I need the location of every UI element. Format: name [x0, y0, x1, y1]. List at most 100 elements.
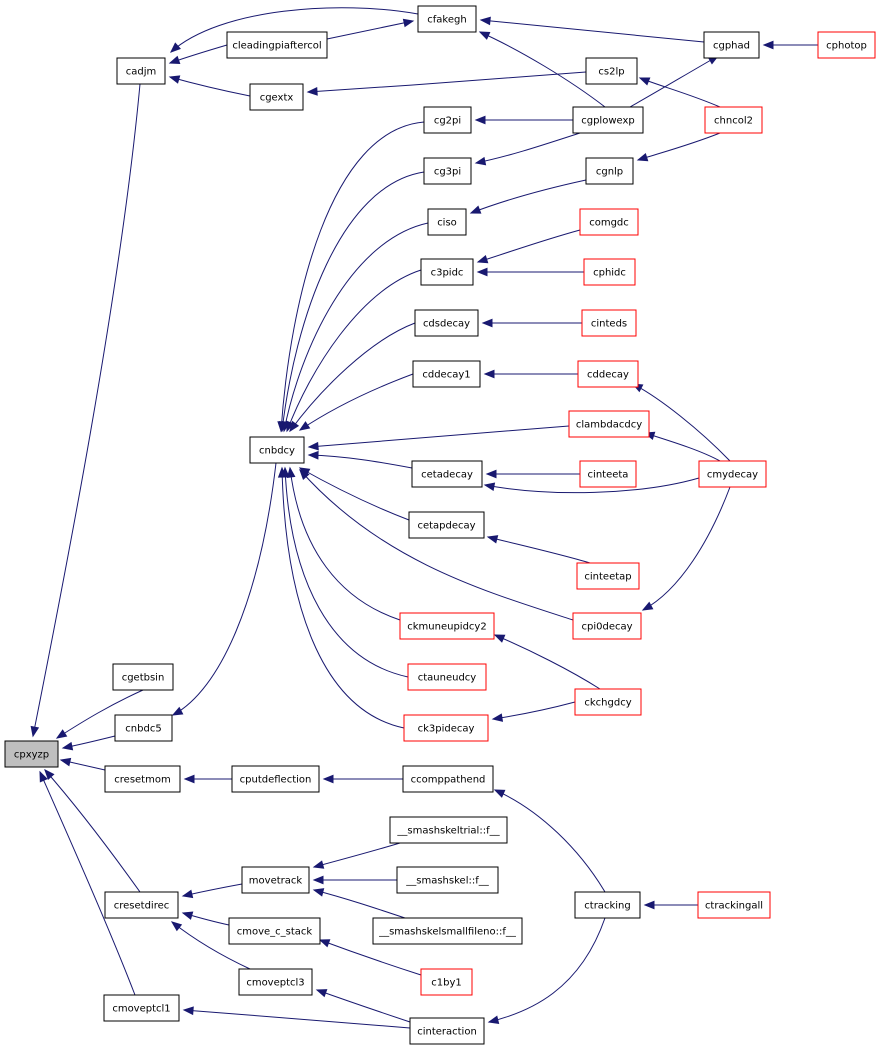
node-smashskelsmallfileno[interactable]: __smashskelsmallfileno::f__: [372, 917, 523, 945]
node-cetapdecay[interactable]: cetapdecay: [408, 511, 485, 539]
node-c1by1[interactable]: c1by1: [420, 968, 473, 996]
node-box[interactable]: [228, 917, 321, 945]
node-box[interactable]: [407, 663, 487, 691]
node-smashskeltrial[interactable]: __smashskeltrial::f__: [389, 816, 508, 844]
node-comgdc[interactable]: comgdc: [579, 208, 639, 236]
node-box[interactable]: [249, 436, 305, 464]
node-box[interactable]: [414, 309, 479, 337]
node-box[interactable]: [420, 258, 474, 286]
node-box[interactable]: [579, 460, 637, 488]
node-box[interactable]: [697, 891, 771, 919]
node-c3pidc[interactable]: c3pidc: [420, 258, 474, 286]
node-ctauneudcy[interactable]: ctauneudcy: [407, 663, 487, 691]
node-cddecay[interactable]: cddecay: [577, 360, 639, 388]
node-cg3pi[interactable]: cg3pi: [423, 157, 472, 185]
node-box[interactable]: [114, 714, 173, 742]
node-ciso[interactable]: ciso: [427, 208, 467, 236]
node-cgnlp[interactable]: cgnlp: [585, 157, 634, 185]
node-cleadingpiaftercol[interactable]: cleadingpiaftercol: [226, 31, 328, 59]
node-smashskel[interactable]: __smashskel::f__: [396, 866, 499, 894]
node-box[interactable]: [704, 106, 763, 134]
node-box[interactable]: [103, 994, 180, 1022]
node-cgextx[interactable]: cgextx: [249, 83, 304, 111]
node-cresetmom[interactable]: cresetmom: [104, 765, 181, 793]
node-movetrack[interactable]: movetrack: [241, 866, 310, 894]
node-cnbdcy[interactable]: cnbdcy: [249, 436, 305, 464]
node-box[interactable]: [423, 157, 472, 185]
node-box[interactable]: [577, 360, 639, 388]
node-box[interactable]: [698, 460, 767, 488]
node-box[interactable]: [409, 1017, 485, 1045]
node-cg2pi[interactable]: cg2pi: [423, 106, 472, 134]
node-box[interactable]: [703, 31, 760, 59]
node-cgphad[interactable]: cgphad: [703, 31, 760, 59]
node-cphidc[interactable]: cphidc: [583, 258, 636, 286]
node-cphotop[interactable]: cphotop: [817, 31, 876, 59]
node-box[interactable]: [581, 309, 637, 337]
node-cputdeflection[interactable]: cputdeflection: [231, 765, 320, 793]
node-box[interactable]: [585, 57, 638, 85]
node-box[interactable]: [389, 816, 508, 844]
node-cgplowexp[interactable]: cgplowexp: [572, 106, 644, 134]
node-box[interactable]: [241, 866, 310, 894]
node-cpxyzp[interactable]: cpxyzp: [4, 740, 59, 768]
node-cinteraction[interactable]: cinteraction: [409, 1017, 485, 1045]
node-box[interactable]: [817, 31, 876, 59]
node-box[interactable]: [104, 891, 179, 919]
node-cgetbsin[interactable]: cgetbsin: [112, 663, 174, 691]
node-box[interactable]: [231, 765, 320, 793]
node-cetadecay[interactable]: cetadecay: [411, 460, 483, 488]
node-box[interactable]: [572, 106, 644, 134]
node-cpi0decay[interactable]: cpi0decay: [572, 612, 642, 640]
node-box[interactable]: [249, 83, 304, 111]
node-box[interactable]: [372, 917, 523, 945]
node-cdsdecay[interactable]: cdsdecay: [414, 309, 479, 337]
node-box[interactable]: [576, 562, 640, 590]
node-box[interactable]: [568, 410, 650, 438]
node-box[interactable]: [403, 714, 489, 742]
node-cnbdc5[interactable]: cnbdc5: [114, 714, 173, 742]
node-ckmuneupidcy2[interactable]: ckmuneupidcy2: [399, 612, 495, 640]
node-box[interactable]: [420, 968, 473, 996]
node-box[interactable]: [226, 31, 328, 59]
node-cmydecay[interactable]: cmydecay: [698, 460, 767, 488]
node-cinteetap[interactable]: cinteetap: [576, 562, 640, 590]
node-cresetdirec[interactable]: cresetdirec: [104, 891, 179, 919]
node-ck3pidecay[interactable]: ck3pidecay: [403, 714, 489, 742]
node-box[interactable]: [104, 765, 181, 793]
node-box[interactable]: [238, 968, 313, 996]
node-box[interactable]: [579, 208, 639, 236]
node-box[interactable]: [417, 5, 477, 33]
node-cmove_c_stack[interactable]: cmove_c_stack: [228, 917, 321, 945]
node-box[interactable]: [396, 866, 499, 894]
node-cddecay1[interactable]: cddecay1: [412, 360, 481, 388]
node-box[interactable]: [572, 612, 642, 640]
node-box[interactable]: [399, 612, 495, 640]
node-box[interactable]: [574, 891, 641, 919]
node-cs2lp[interactable]: cs2lp: [585, 57, 638, 85]
node-ckchgdcy[interactable]: ckchgdcy: [574, 688, 642, 716]
node-box[interactable]: [574, 688, 642, 716]
node-box[interactable]: [116, 57, 166, 85]
node-box[interactable]: [402, 765, 494, 793]
node-cadjm[interactable]: cadjm: [116, 57, 166, 85]
node-box[interactable]: [423, 106, 472, 134]
node-box[interactable]: [585, 157, 634, 185]
node-box[interactable]: [408, 511, 485, 539]
node-cmoveptcl3[interactable]: cmoveptcl3: [238, 968, 313, 996]
node-box[interactable]: [4, 740, 59, 768]
node-ccomppathend[interactable]: ccomppathend: [402, 765, 494, 793]
node-box[interactable]: [411, 460, 483, 488]
node-cfakegh[interactable]: cfakegh: [417, 5, 477, 33]
node-cmoveptcl1[interactable]: cmoveptcl1: [103, 994, 180, 1022]
node-box[interactable]: [412, 360, 481, 388]
node-clambdacdcy[interactable]: clambdacdcy: [568, 410, 650, 438]
node-cinteeta[interactable]: cinteeta: [579, 460, 637, 488]
node-cinteds[interactable]: cinteds: [581, 309, 637, 337]
node-box[interactable]: [427, 208, 467, 236]
node-ctrackingall[interactable]: ctrackingall: [697, 891, 771, 919]
node-box[interactable]: [583, 258, 636, 286]
node-box[interactable]: [112, 663, 174, 691]
node-chncol2[interactable]: chncol2: [704, 106, 763, 134]
node-ctracking[interactable]: ctracking: [574, 891, 641, 919]
